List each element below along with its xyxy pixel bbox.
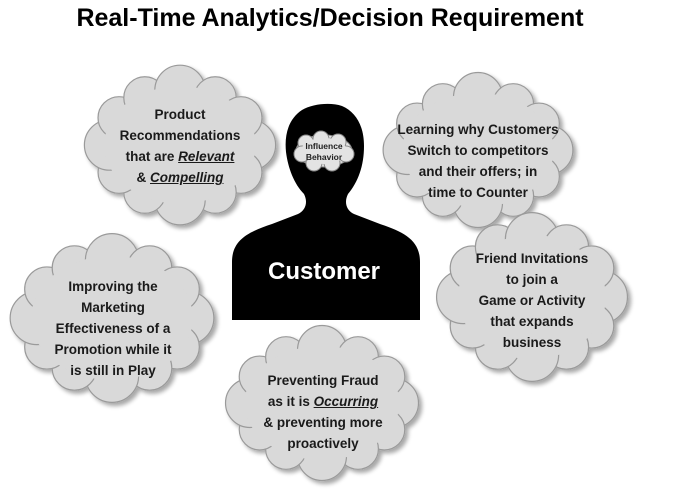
emphasis-text: Compelling: [150, 170, 224, 185]
cloud-line: and their offers; in: [380, 161, 576, 182]
line-text: Promotion while it: [54, 342, 172, 357]
line-text: Switch to competitors: [407, 143, 549, 158]
cloud-product: [83, 64, 277, 226]
line-text: that are: [125, 149, 179, 164]
cloud-line: Recommendations: [100, 125, 260, 146]
cloud-line: time to Counter: [380, 182, 576, 203]
line-text: Recommendations: [119, 128, 241, 143]
line-text: & preventing more: [263, 415, 383, 430]
cloud-line: Preventing Fraud: [240, 370, 406, 391]
line-text: that expands: [490, 314, 574, 329]
cloud-line: to join a: [450, 269, 614, 290]
thought-line-1: Influence: [305, 141, 343, 151]
line-text: Improving the: [68, 279, 158, 294]
emphasis-text: Occurring: [313, 394, 379, 409]
line-text: Friend Invitations: [475, 251, 589, 266]
cloud-line: Learning why Customers: [380, 119, 576, 140]
cloud-line: as it is Occurring: [240, 391, 406, 412]
line-text: Game or Activity: [478, 293, 586, 308]
line-text: Learning why Customers: [397, 122, 559, 137]
customer-label: Customer: [267, 258, 381, 285]
cloud-line: Effectiveness of a: [22, 318, 204, 339]
cloud-improving: [9, 233, 215, 403]
line-text: &: [136, 170, 150, 185]
cloud-line: Game or Activity: [450, 290, 614, 311]
line-text: and their offers; in: [418, 164, 538, 179]
line-text: Effectiveness of a: [55, 321, 171, 336]
thought-text: Influence Behavior: [296, 141, 352, 163]
cloud-learning: [382, 71, 574, 229]
emphasis-text: Relevant: [178, 149, 235, 164]
cloud-line: Friend Invitations: [450, 248, 614, 269]
cloud-line: Switch to competitors: [380, 140, 576, 161]
line-text: Preventing Fraud: [267, 373, 379, 388]
cloud-line: is still in Play: [22, 360, 204, 381]
line-text: Product: [154, 107, 206, 122]
cloud-text-fraud: Preventing Fraud as it is Occurring & prev…: [240, 370, 406, 454]
cloud-line: Marketing: [22, 297, 204, 318]
line-text: time to Counter: [428, 185, 528, 200]
cloud-line: & Compelling: [100, 167, 260, 188]
line-text: Marketing: [81, 300, 145, 315]
cloud-line: Promotion while it: [22, 339, 204, 360]
thought-cloud: [293, 130, 355, 172]
cloud-line: Product: [100, 104, 260, 125]
cloud-line: Improving the: [22, 276, 204, 297]
line-text: proactively: [287, 436, 359, 451]
cloud-fraud: [224, 324, 420, 482]
customer-silhouette: [232, 103, 420, 320]
line-text: is still in Play: [70, 363, 156, 378]
cloud-line: & preventing more: [240, 412, 406, 433]
line-text: business: [502, 335, 562, 350]
line-text: as it is: [267, 394, 314, 409]
cloud-friend: [435, 212, 629, 382]
cloud-line: that are Relevant: [100, 146, 260, 167]
cloud-text-friend: Friend Invitations to join a Game or Activ…: [450, 248, 614, 353]
line-text: to join a: [506, 272, 558, 287]
cloud-line: that expands: [450, 311, 614, 332]
cloud-line: business: [450, 332, 614, 353]
cloud-line: proactively: [240, 433, 406, 454]
thought-line-2: Behavior: [305, 152, 343, 162]
diagram-title: Real-Time Analytics/Decision Requirement: [76, 4, 584, 32]
